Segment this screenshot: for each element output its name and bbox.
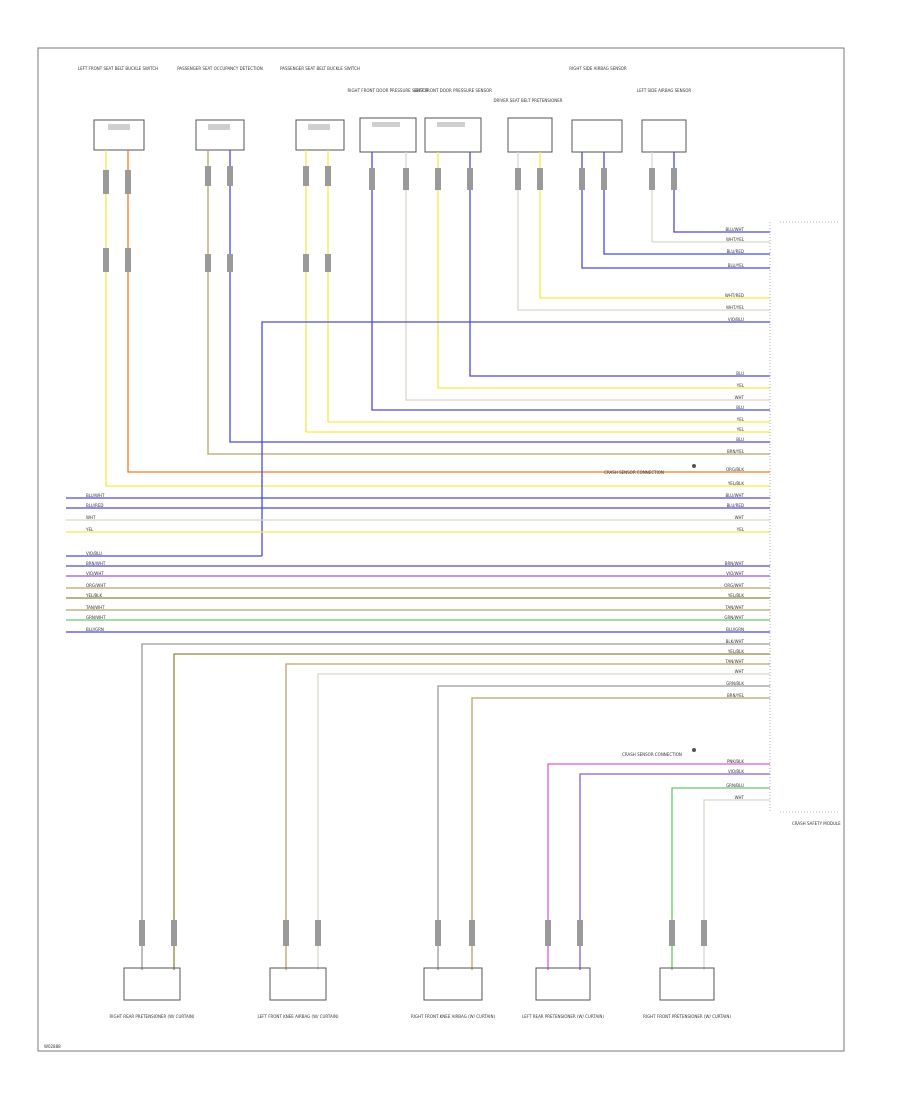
svg-text:WHT/RED: WHT/RED [725, 293, 744, 298]
svg-text:BLU/WHT: BLU/WHT [86, 493, 105, 498]
svg-text:BLU/RED: BLU/RED [727, 503, 744, 508]
svg-text:YEL/BLK: YEL/BLK [85, 593, 103, 598]
svg-text:CRASH SENSOR CONNECTION: CRASH SENSOR CONNECTION [604, 470, 664, 475]
right-wire-labels: BLU/WHT WHT/YEL BLU/RED BLU/YEL WHT/RED … [724, 227, 745, 800]
splice-note-lower: CRASH SENSOR CONNECTION [622, 748, 696, 757]
top-component-5: LEFT FRONT DOOR PRESSURE SENSOR [414, 88, 492, 153]
bottom-wire-drops [141, 643, 770, 970]
top-component-5-label: LEFT FRONT DOOR PRESSURE SENSOR [414, 88, 492, 93]
svg-text:WHT: WHT [735, 795, 745, 800]
svg-text:BLU: BLU [736, 371, 744, 376]
svg-text:BLK/WHT: BLK/WHT [726, 639, 745, 644]
svg-text:WHT: WHT [86, 515, 96, 520]
top-wire-drops [105, 150, 770, 556]
top-component-7: RIGHT SIDE AIRBAG SENSOR [569, 66, 627, 153]
top-connector-stubs [103, 166, 677, 272]
svg-text:WHT/YEL: WHT/YEL [726, 305, 745, 310]
module-label: CRASH SAFETY MODULE [792, 821, 841, 826]
svg-text:TAN/WHT: TAN/WHT [724, 659, 744, 664]
svg-text:YEL: YEL [736, 427, 745, 432]
svg-text:PNK/BLK: PNK/BLK [727, 759, 744, 764]
svg-text:BLU/WHT: BLU/WHT [726, 227, 745, 232]
svg-text:GRN/BLK: GRN/BLK [726, 681, 744, 686]
bottom-component-2: LEFT FRONT KNEE AIRBAG (W/ CURTAIN) [258, 967, 339, 1019]
svg-text:BLU/GRN: BLU/GRN [86, 627, 104, 632]
left-bus-labels: BLU/WHT BLU/RED WHT YEL VIO/BLU BRN/WHT … [85, 493, 106, 632]
bottom-component-5-label: RIGHT FRONT PRETENSIONER (W/ CURTAIN) [643, 1014, 731, 1019]
svg-text:WHT: WHT [735, 515, 745, 520]
svg-text:TAN/WHT: TAN/WHT [85, 605, 105, 610]
svg-text:GRN/WHT: GRN/WHT [724, 615, 744, 620]
svg-text:YEL: YEL [736, 417, 745, 422]
svg-text:GRN/BLU: GRN/BLU [726, 783, 744, 788]
svg-text:BLU/WHT: BLU/WHT [726, 493, 745, 498]
svg-text:BRN/WHT: BRN/WHT [725, 561, 745, 566]
top-component-6-label: DRIVER SEAT BELT PRETENSIONER [493, 98, 562, 103]
top-component-7-label: RIGHT SIDE AIRBAG SENSOR [569, 66, 627, 71]
svg-text:VIO/BLK: VIO/BLK [728, 769, 744, 774]
svg-text:BRN/YEL: BRN/YEL [727, 693, 745, 698]
svg-text:VIO/WHT: VIO/WHT [726, 571, 744, 576]
module-connector: CRASH SAFETY MODULE [769, 221, 841, 826]
svg-text:BLU/GRN: BLU/GRN [726, 627, 744, 632]
footer-code: W02888 [44, 1044, 61, 1049]
svg-text:CRASH SENSOR CONNECTION: CRASH SENSOR CONNECTION [622, 752, 682, 757]
svg-text:VIO/BLU: VIO/BLU [728, 317, 744, 322]
svg-text:YEL: YEL [85, 527, 94, 532]
top-component-8: LEFT SIDE AIRBAG SENSOR [637, 88, 692, 153]
bottom-component-2-label: LEFT FRONT KNEE AIRBAG (W/ CURTAIN) [258, 1014, 339, 1019]
bottom-component-1: RIGHT REAR PRETENSIONER (W/ CURTAIN) [110, 967, 195, 1019]
svg-text:ORG/WHT: ORG/WHT [724, 583, 744, 588]
top-component-3-label: PASSENGER SEAT BELT BUCKLE SWITCH [280, 66, 360, 71]
top-component-3: PASSENGER SEAT BELT BUCKLE SWITCH [280, 66, 360, 151]
svg-text:BLU: BLU [736, 437, 744, 442]
svg-text:YEL: YEL [736, 383, 745, 388]
svg-text:WHT/YEL: WHT/YEL [726, 237, 745, 242]
svg-text:BLU/RED: BLU/RED [727, 249, 744, 254]
top-component-6: DRIVER SEAT BELT PRETENSIONER [493, 98, 563, 153]
svg-text:BLU/YEL: BLU/YEL [728, 263, 745, 268]
bottom-component-4: LEFT REAR PRETENSIONER (W/ CURTAIN) [522, 967, 604, 1019]
svg-text:YEL/BLK: YEL/BLK [727, 481, 745, 486]
svg-text:ORG/BLK: ORG/BLK [726, 467, 744, 472]
svg-text:ORG/WHT: ORG/WHT [86, 583, 106, 588]
top-component-4-label: RIGHT FRONT DOOR PRESSURE SENSOR [348, 88, 429, 93]
svg-text:WHT: WHT [735, 395, 745, 400]
top-component-2-label: PASSENGER SEAT OCCUPANCY DETECTION [177, 66, 263, 71]
bottom-component-4-label: LEFT REAR PRETENSIONER (W/ CURTAIN) [522, 1014, 604, 1019]
top-component-4: RIGHT FRONT DOOR PRESSURE SENSOR [348, 88, 429, 153]
top-component-1-label: LEFT FRONT SEAT BELT BUCKLE SWITCH [78, 66, 158, 71]
bottom-connector-stubs [139, 920, 707, 946]
top-component-8-label: LEFT SIDE AIRBAG SENSOR [637, 88, 692, 93]
diagram-border [37, 47, 845, 1052]
bottom-component-3-label: RIGHT FRONT KNEE AIRBAG (W/ CURTAIN) [411, 1014, 496, 1019]
svg-text:YEL/BLK: YEL/BLK [727, 593, 745, 598]
bottom-component-3: RIGHT FRONT KNEE AIRBAG (W/ CURTAIN) [411, 967, 496, 1019]
svg-text:YEL: YEL [736, 527, 745, 532]
top-component-2: PASSENGER SEAT OCCUPANCY DETECTION [177, 66, 263, 151]
svg-text:BLU: BLU [736, 405, 744, 410]
bottom-component-5: RIGHT FRONT PRETENSIONER (W/ CURTAIN) [643, 967, 731, 1019]
svg-text:BRN/WHT: BRN/WHT [86, 561, 106, 566]
svg-text:TAN/WHT: TAN/WHT [724, 605, 744, 610]
svg-text:BRN/YEL: BRN/YEL [727, 449, 745, 454]
svg-text:VIO/WHT: VIO/WHT [86, 571, 104, 576]
splice-note-upper: CRASH SENSOR CONNECTION [604, 464, 696, 475]
top-component-1: LEFT FRONT SEAT BELT BUCKLE SWITCH [78, 66, 158, 151]
bottom-component-1-label: RIGHT REAR PRETENSIONER (W/ CURTAIN) [110, 1014, 195, 1019]
svg-text:BLU/RED: BLU/RED [86, 503, 103, 508]
svg-text:VIO/BLU: VIO/BLU [86, 551, 102, 556]
svg-text:YEL/BLK: YEL/BLK [727, 649, 745, 654]
svg-text:WHT: WHT [735, 669, 745, 674]
left-bus-wires [66, 497, 770, 633]
svg-text:GRN/WHT: GRN/WHT [86, 615, 106, 620]
